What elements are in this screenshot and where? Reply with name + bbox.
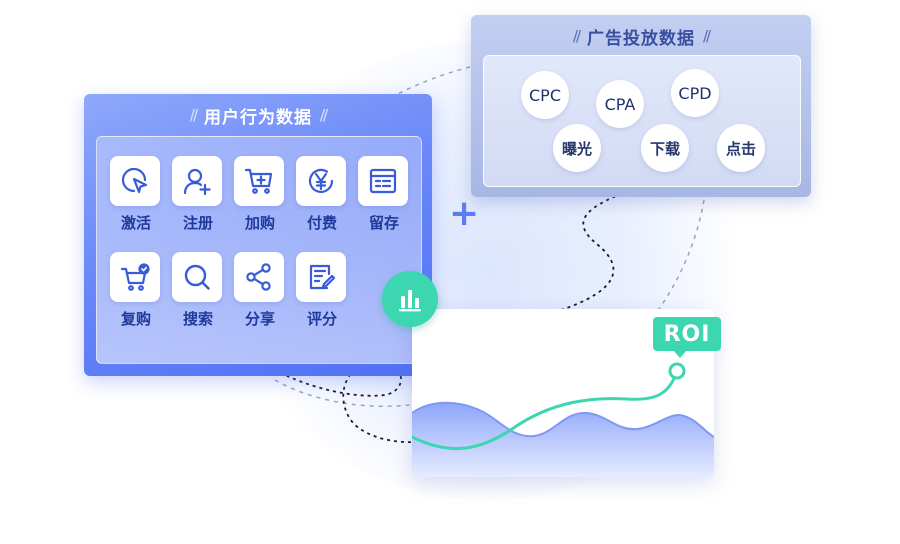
user-add-icon	[183, 168, 211, 196]
user-item-retention: 留存	[358, 156, 410, 233]
user-item-pay: 付费	[296, 156, 348, 233]
wave-line	[412, 401, 714, 438]
search-icon	[184, 264, 210, 290]
roi-wave-chart	[412, 362, 714, 477]
user-behavior-panel: // 用户行为数据 // 激活 注册	[84, 94, 432, 376]
ad-panel-title-text: 广告投放数据	[587, 28, 695, 49]
cursor-click-icon	[121, 167, 148, 194]
wave-area	[412, 402, 714, 477]
user-item-label: 付费	[306, 214, 337, 232]
metric-bubble: 曝光	[553, 124, 601, 172]
user-item-label: 加购	[244, 214, 275, 232]
user-item-label: 分享	[244, 310, 275, 328]
user-item-label: 评分	[306, 310, 337, 328]
user-item-share: 分享	[234, 252, 286, 329]
share-icon	[246, 263, 271, 291]
user-panel-title: // 用户行为数据 //	[84, 94, 432, 136]
user-item-label: 激活	[120, 214, 151, 232]
metric-bubble: CPC	[521, 71, 569, 119]
plus-symbol: +	[449, 193, 480, 234]
list-doc-icon	[369, 168, 397, 194]
orbit-arc	[274, 379, 411, 408]
ad-placement-panel: // 广告投放数据 // CPC CPA CPD 曝光 下载 点击	[471, 15, 811, 197]
yen-coin-icon	[308, 168, 334, 193]
user-item-label: 复购	[120, 310, 151, 328]
metric-bubble: 点击	[717, 124, 765, 172]
roi-point	[668, 362, 686, 380]
bar-chart-icon	[399, 290, 421, 312]
metric-bubble: CPD	[671, 69, 719, 117]
user-panel-title-text: 用户行为数据	[204, 107, 312, 128]
user-item-search: 搜索	[172, 252, 224, 329]
chart-badge	[382, 271, 438, 327]
user-item-label: 搜索	[182, 310, 213, 328]
user-items-grid: 激活 注册 加购	[96, 136, 422, 364]
user-item-activate: 激活	[110, 156, 162, 233]
metric-bubble: CPA	[596, 80, 644, 128]
user-item-label: 注册	[182, 214, 213, 232]
cart-add-icon	[244, 168, 273, 194]
roi-tag: ROI	[653, 317, 721, 358]
ad-metrics-area: CPC CPA CPD 曝光 下载 点击	[483, 55, 801, 187]
arrow-ad-to-roi	[522, 176, 669, 324]
cart-check-icon	[120, 263, 150, 291]
user-item-register: 注册	[172, 156, 224, 233]
edit-form-icon	[309, 264, 336, 290]
user-item-add-cart: 加购	[234, 156, 286, 233]
roi-growth-line	[412, 369, 679, 450]
ad-panel-title: // 广告投放数据 //	[471, 15, 811, 57]
user-item-rating: 评分	[296, 252, 348, 329]
metric-bubble: 下载	[641, 124, 689, 172]
user-item-repurchase: 复购	[110, 252, 162, 329]
user-item-label: 留存	[368, 214, 399, 232]
